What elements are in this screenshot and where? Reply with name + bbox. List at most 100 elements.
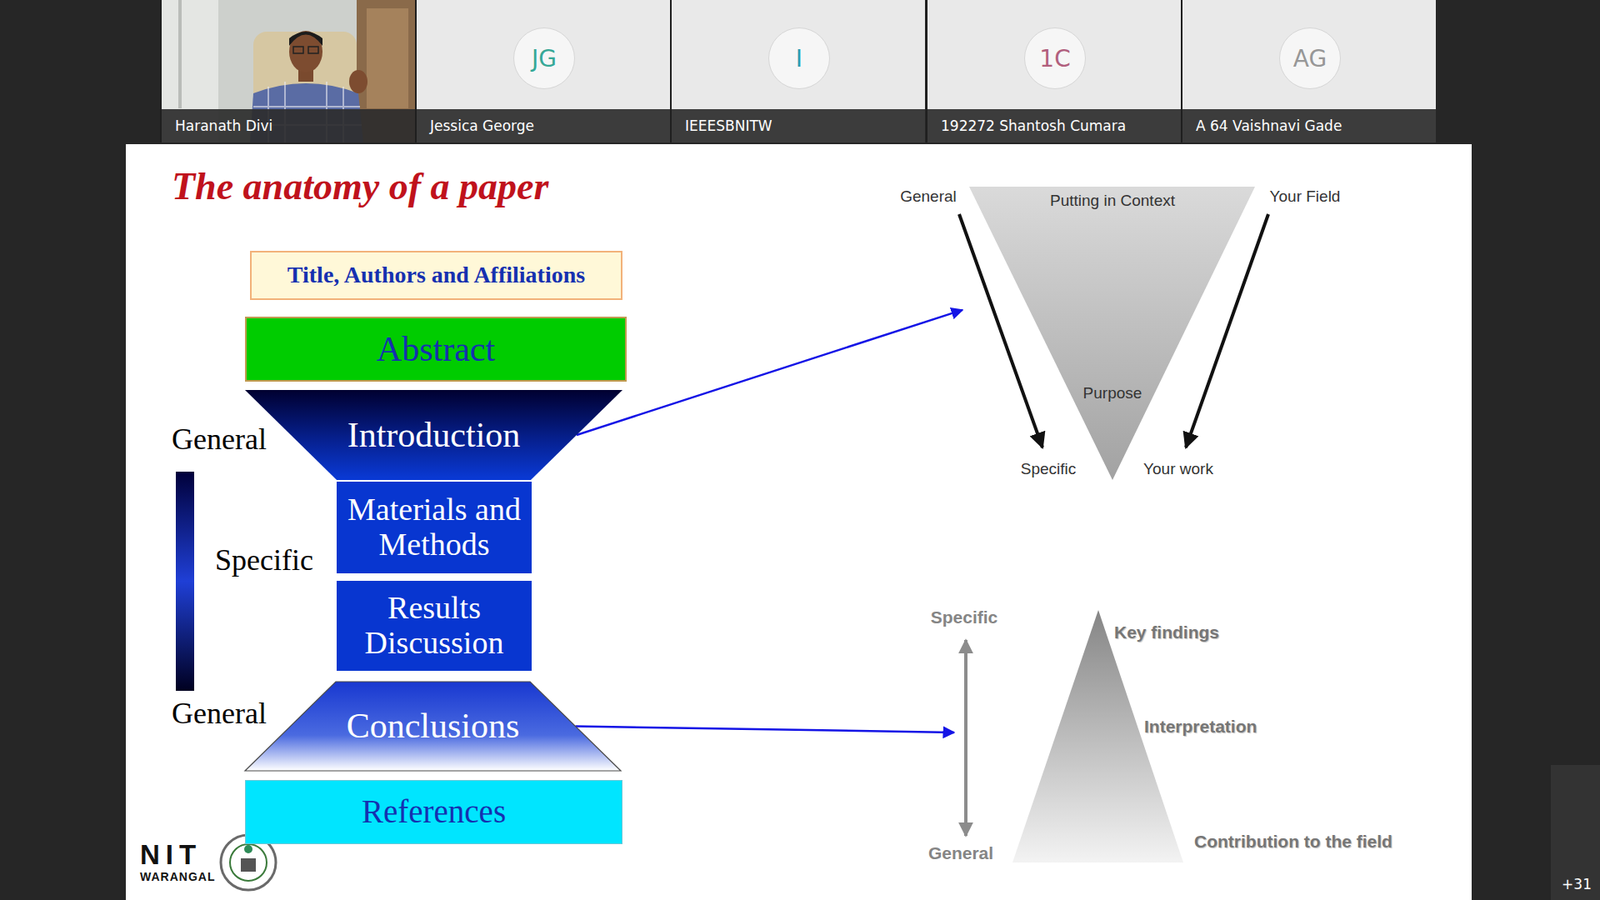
video-pipe [178,0,182,109]
diagram-label: Specific [215,543,314,578]
diagram-label: Specific [1020,460,1077,479]
video-glasses [293,46,304,54]
methods-box: Materials and Methods [336,481,532,574]
video-shirt [250,83,364,143]
diagram-label: General [928,843,994,864]
diagram-label: General [171,696,267,731]
diagram-label: Your Field [1270,187,1341,206]
video-wall [160,0,415,143]
text-holder: Purpose [1083,384,1143,403]
shape-outline [245,681,621,771]
label-holder: Specific [215,543,314,578]
shape-outline [245,390,623,480]
node-text: Putting in Context [1050,191,1175,210]
video-door-panel [366,8,409,109]
shape-outline [954,610,1467,863]
conclusions-funnel: Conclusions [245,681,621,771]
emblem-ring [220,835,276,890]
shape-fill [245,390,623,480]
connector-arrow [576,310,963,435]
participant-tile: JG Jessica George [415,0,670,143]
text-holder: Interpretation [1144,716,1257,737]
node-text: I [795,45,803,73]
node-text: Title, Authors and Affiliations [261,261,611,289]
references-box: References [245,780,623,845]
findings-triangle: Key findingsInterpretationContribution t… [954,610,1467,863]
node-text: IEEESBNITW [671,109,925,143]
node-text: Introduction [347,415,521,455]
video-glasses [308,46,319,54]
text-holder: Key findings [1114,622,1220,643]
node-text: Results Discussion [343,590,525,661]
node-text: 1C [1039,45,1070,73]
diagram-label: +31 [1561,876,1592,894]
node-text: Interpretation [1144,716,1257,737]
shape-fill [1012,610,1184,863]
participant-tile: 1C 192272 Shantosh Cumara [925,0,1181,143]
slide-title: The anatomy of a paper [171,165,549,210]
label-holder: NIT [140,839,202,871]
abstract-box: Abstract [245,316,627,382]
video-door [356,0,415,143]
emblem-dot [244,845,253,854]
text-holder: Putting in Context [1050,191,1175,210]
connector-arrow [575,726,955,733]
video-shirt-checks [251,81,362,143]
diagram-label: General [171,422,267,457]
title-box: Title, Authors and Affiliations [250,250,623,300]
label-holder: General [900,187,957,206]
node-text: Abstract [256,329,615,370]
node-text: Purpose [1083,384,1143,403]
label-holder: Specific [930,607,999,628]
avatar-circle: JG [513,27,575,90]
emblem-building [240,858,256,872]
slide-background [125,144,1472,900]
video-window [160,0,219,143]
label-holder: Your work [1143,460,1214,479]
avatar-circle: AG [1279,27,1341,90]
label-holder: WARANGAL [140,870,215,884]
video-hand [349,70,368,94]
direction-arrow [1185,214,1269,448]
avatar-circle: 1C [1024,27,1086,90]
node-text: AG [1293,45,1327,73]
shape-fill [245,681,621,771]
node-text: Conclusions [346,706,520,745]
node-text: References [255,793,612,831]
label-holder: General [171,696,267,731]
node-text: Haranath Divi [161,109,415,143]
video-feed [160,0,415,143]
diagram-label: General [900,187,957,206]
diagram-label: Specific [930,607,999,628]
node-text: Contribution to the field [1194,831,1393,852]
title-holder: The anatomy of a paper [171,165,549,210]
node-text: JG [531,45,557,73]
avatar-circle: I [768,27,830,90]
shape-outline [962,186,1263,480]
institute-emblem [220,835,276,890]
participant-tile: Haranath Divi [160,0,415,143]
label-holder: General [928,843,994,864]
text-holder: Contribution to the field [1194,831,1393,852]
diagram-label: Your work [1143,460,1214,479]
shape-fill [969,186,1255,480]
node-text: A 64 Vaishnavi Gade [1182,109,1436,143]
node-text: Jessica George [416,109,670,143]
context-triangle: Putting in ContextPurpose [962,186,1263,480]
direction-arrow [959,214,1043,448]
label-holder: General [171,422,267,457]
node-text: Materials and Methods [343,492,525,563]
introduction-funnel: Introduction [245,390,623,480]
side-panel [1550,765,1600,900]
gradient-bar [175,471,195,691]
label-holder: +31 [1561,876,1592,894]
participant-tile: AG A 64 Vaishnavi Gade [1180,0,1436,143]
participant-tile: I IEEESBNITW [670,0,925,143]
diagram-label: NIT [140,839,202,871]
node-text: 192272 Shantosh Cumara [927,109,1181,143]
